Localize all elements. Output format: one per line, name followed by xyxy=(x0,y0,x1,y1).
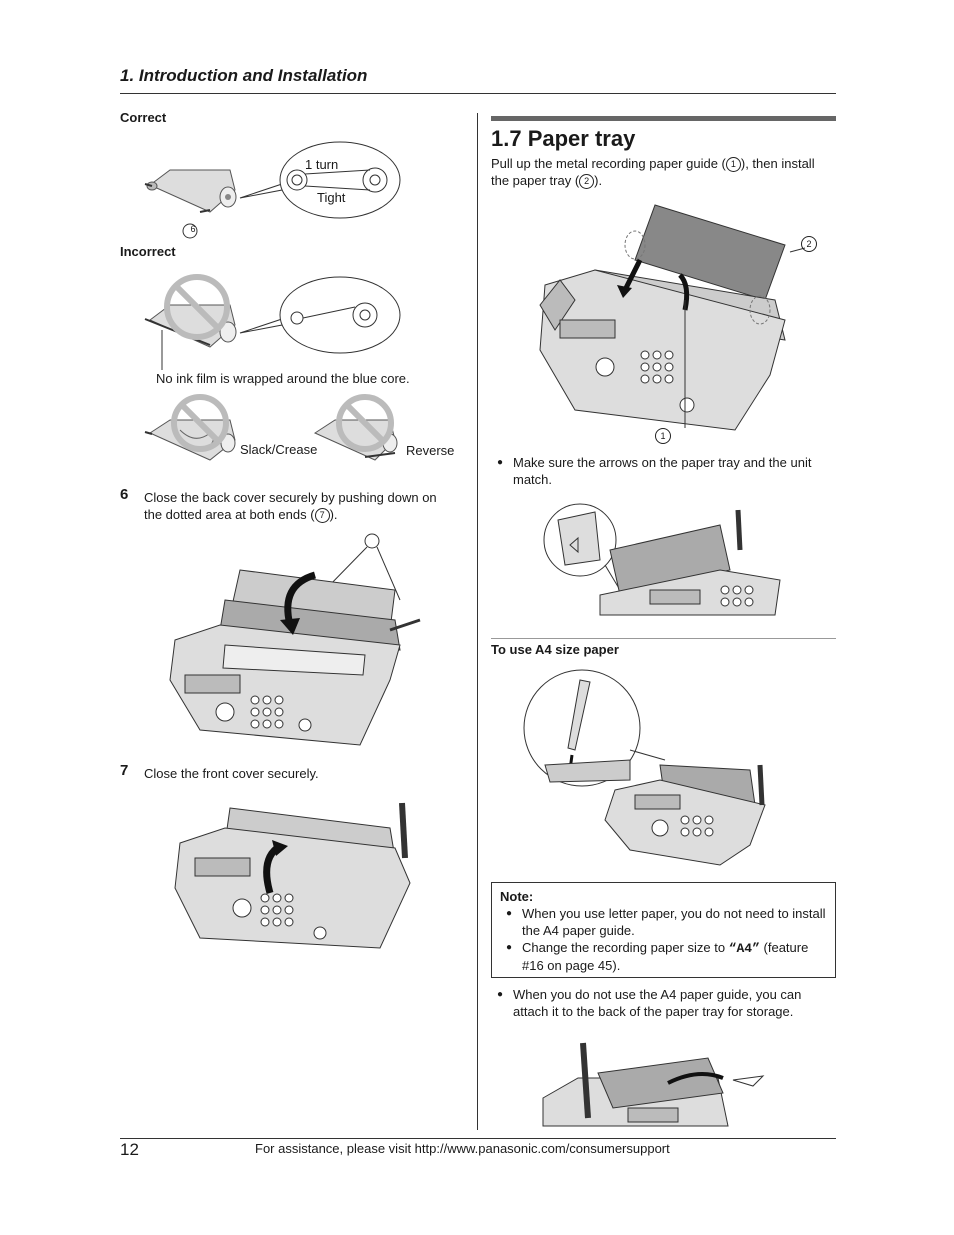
header-rule xyxy=(120,93,836,94)
assistance-link-text: For assistance, please visit http://www.… xyxy=(255,1141,670,1156)
fax-front-cover-illustration xyxy=(174,802,411,949)
footer-rule xyxy=(120,1138,836,1139)
note-item-a4: Change the recording paper size to “A4” … xyxy=(506,939,827,974)
intro-text-3: the paper tray ( xyxy=(491,173,580,188)
incorrect-slack-reverse-illustration xyxy=(144,394,398,461)
figure-marker-2: 2 xyxy=(801,236,817,252)
section-header: 1. Introduction and Installation xyxy=(120,66,368,85)
step-7-number: 7 xyxy=(120,762,129,779)
intro-marker-1: 1 xyxy=(725,157,741,172)
note-item-a4-post: (feature #16 on page 45). xyxy=(522,940,809,973)
a4-guide-illustration xyxy=(523,669,766,866)
intro-marker-2: 2 xyxy=(579,174,595,189)
figure-marker-1: 1 xyxy=(655,428,671,444)
bullet-storage: When you do not use the A4 paper guide, … xyxy=(497,986,831,1020)
arrow-match-illustration xyxy=(543,503,781,616)
note-title: Note: xyxy=(500,889,534,904)
no-ink-caption: No ink film is wrapped around the blue c… xyxy=(156,371,410,386)
note-item-letter: When you use letter paper, you do not ne… xyxy=(506,905,827,939)
step-6-text-line1: Close the back cover securely by pushing… xyxy=(144,490,437,505)
intro-text-2: ), then install xyxy=(740,156,815,171)
step-6-text-line2: the dotted area at both ends ( xyxy=(144,507,315,522)
intro-text-1: Pull up the metal recording paper guide … xyxy=(491,156,726,171)
page-number: 12 xyxy=(120,1140,139,1159)
paper-tray-install-illustration xyxy=(539,204,806,431)
section-bar xyxy=(491,116,836,121)
correct-ink-film-illustration xyxy=(144,141,401,239)
callout-one-turn: 1 turn xyxy=(305,157,339,172)
incorrect-no-ink-illustration xyxy=(144,274,401,370)
bullet-arrows-match: Make sure the arrows on the paper tray a… xyxy=(497,454,833,488)
fax-back-cover-illustration xyxy=(169,533,421,746)
note-item-a4-code: “A4” xyxy=(728,941,760,956)
correct-label: Correct xyxy=(120,110,167,125)
marker-6: 6 xyxy=(190,224,196,234)
intro-text-4: ). xyxy=(594,173,603,188)
a4-guide-storage-illustration xyxy=(542,1042,765,1127)
reverse-label: Reverse xyxy=(406,443,455,458)
intro-text: Pull up the metal recording paper guide … xyxy=(491,155,836,189)
step-6-text: Close the back cover securely by pushing… xyxy=(144,489,464,523)
step-6-text-end: ). xyxy=(329,507,338,522)
slack-crease-label: Slack/Crease xyxy=(240,442,318,457)
step-7-text: Close the front cover securely. xyxy=(144,766,319,781)
column-divider xyxy=(477,113,478,1130)
callout-tight: Tight xyxy=(317,190,346,205)
step-6-number: 6 xyxy=(120,486,129,503)
note-item-a4-pre: Change the recording paper size to xyxy=(522,940,729,955)
note-box: Note: When you use letter paper, you do … xyxy=(491,882,836,978)
a4-heading: To use A4 size paper xyxy=(491,642,619,657)
incorrect-label: Incorrect xyxy=(120,244,176,259)
a4-divider xyxy=(491,638,836,639)
section-title: 1.7 Paper tray xyxy=(491,126,636,151)
step-6-inline-marker: 7 xyxy=(314,508,330,523)
